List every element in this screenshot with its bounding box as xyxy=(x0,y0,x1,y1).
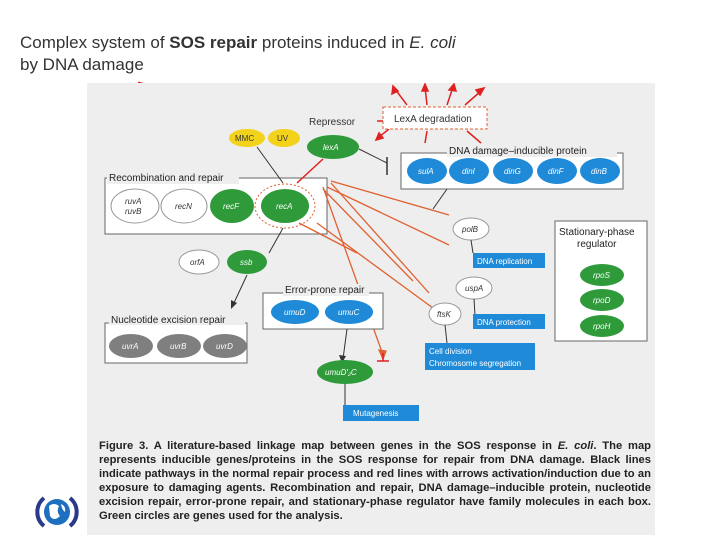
cell-division-box xyxy=(425,343,535,370)
ruvA-label: ruvA xyxy=(125,197,141,206)
dna-damage-nodes: sulA dinI dinG dinF dinB xyxy=(407,158,620,184)
dinB-label: dinB xyxy=(591,167,608,176)
recN-node xyxy=(160,188,208,224)
ruvB-label: ruvB xyxy=(125,207,142,216)
uvrA-node xyxy=(109,334,153,358)
rpoH-node xyxy=(580,315,624,337)
recN-label: recN xyxy=(175,202,192,211)
mmc-label: MMC xyxy=(235,134,254,143)
recombination-title: Recombination and repair xyxy=(109,173,224,184)
lexA-degradation-box xyxy=(382,106,488,130)
umuD-node xyxy=(271,300,319,324)
figure-panel: LexA degradation Repressor MMC UV lexA R… xyxy=(87,83,655,535)
orfA-node xyxy=(178,249,220,275)
title-line-2: by DNA damage xyxy=(20,55,144,74)
dinF-label: dinF xyxy=(548,167,565,176)
title-part-3: proteins induced in xyxy=(257,33,410,52)
rpoS-node xyxy=(580,264,624,286)
recA-node xyxy=(261,189,309,223)
dinG-node xyxy=(493,158,533,184)
recF-label: recF xyxy=(223,202,240,211)
uvrB-label: uvrB xyxy=(170,342,187,351)
dinB-node xyxy=(580,158,620,184)
uv-label: UV xyxy=(277,134,289,143)
uspA-label: uspA xyxy=(465,284,483,293)
rpoS-label: rpoS xyxy=(593,271,611,280)
stationary-title-1: Stationary-phase xyxy=(559,227,635,238)
uvrB-node xyxy=(157,334,201,358)
lexA-degradation-label: LexA degradation xyxy=(394,114,472,125)
dna-protection-label: DNA protection xyxy=(477,318,531,327)
uv-node xyxy=(268,129,300,147)
orfA-label: orfA xyxy=(190,258,205,267)
recF-node xyxy=(210,189,254,223)
sos-diagram: LexA degradation Repressor MMC UV lexA R… xyxy=(104,83,648,421)
degradation-arrows xyxy=(374,83,486,144)
uvrD-label: uvrD xyxy=(216,342,233,351)
polB-label: polB xyxy=(461,225,479,234)
stationary-title-2: regulator xyxy=(577,239,617,250)
rpoD-node xyxy=(580,289,624,311)
uvrA-label: uvrA xyxy=(122,342,138,351)
dna-replication-box xyxy=(473,253,545,268)
sulA-label: sulA xyxy=(418,167,434,176)
mutagenesis-label: Mutagenesis xyxy=(353,409,398,418)
nucleotide-title: Nucleotide excision repair xyxy=(111,315,226,326)
ssb-node xyxy=(227,250,267,274)
uvrD-node xyxy=(203,334,247,358)
dinI-label: dinI xyxy=(462,167,476,176)
recA-highlight xyxy=(254,183,316,229)
caption-italic: E. coli xyxy=(557,440,594,452)
ruv-node xyxy=(110,188,160,224)
lexA-label: lexA xyxy=(323,143,339,152)
lexA-node xyxy=(307,135,359,159)
title-part-1: Complex system of xyxy=(20,33,170,52)
globe-logo-icon xyxy=(35,496,79,528)
cell-division-label-1: Cell division xyxy=(429,347,472,356)
cell-division-label-2: Chromosome segregation xyxy=(429,359,521,368)
umuC-node xyxy=(325,300,373,324)
rpoD-label: rpoD xyxy=(593,296,611,305)
ssb-label: ssb xyxy=(240,258,253,267)
umuD2C-label: umuD′₂C xyxy=(325,368,357,377)
ftsK-label: ftsK xyxy=(437,310,451,319)
title-part-bold: SOS repair xyxy=(169,33,258,52)
rpoH-label: rpoH xyxy=(593,322,611,331)
error-prone-title: Error-prone repair xyxy=(285,285,365,296)
mmc-node xyxy=(229,129,265,147)
dinI-node xyxy=(449,158,489,184)
sulA-node xyxy=(407,158,447,184)
figure-caption: Figure 3. A literature-based linkage map… xyxy=(99,440,651,523)
dna-protection-box xyxy=(473,314,545,329)
caption-text-b: . The map represents inducible genes/pro… xyxy=(99,440,652,522)
umuD2C-node xyxy=(317,360,373,384)
dinG-label: dinG xyxy=(504,167,521,176)
caption-text-a: A literature-based linkage map between g… xyxy=(148,440,558,452)
dinF-node xyxy=(537,158,577,184)
repressor-label: Repressor xyxy=(309,117,356,128)
umuD-label: umuD xyxy=(284,308,306,317)
dna-damage-title: DNA damage–inducible protein xyxy=(449,146,587,157)
dna-replication-label: DNA replication xyxy=(477,257,532,266)
recA-label: recA xyxy=(276,202,292,211)
slide-title: Complex system of SOS repair proteins in… xyxy=(20,32,456,76)
umuC-label: umuC xyxy=(338,308,360,317)
title-part-italic: E. coli xyxy=(409,33,456,52)
caption-label: Figure 3. xyxy=(99,440,149,452)
mutagenesis-box xyxy=(343,405,419,421)
